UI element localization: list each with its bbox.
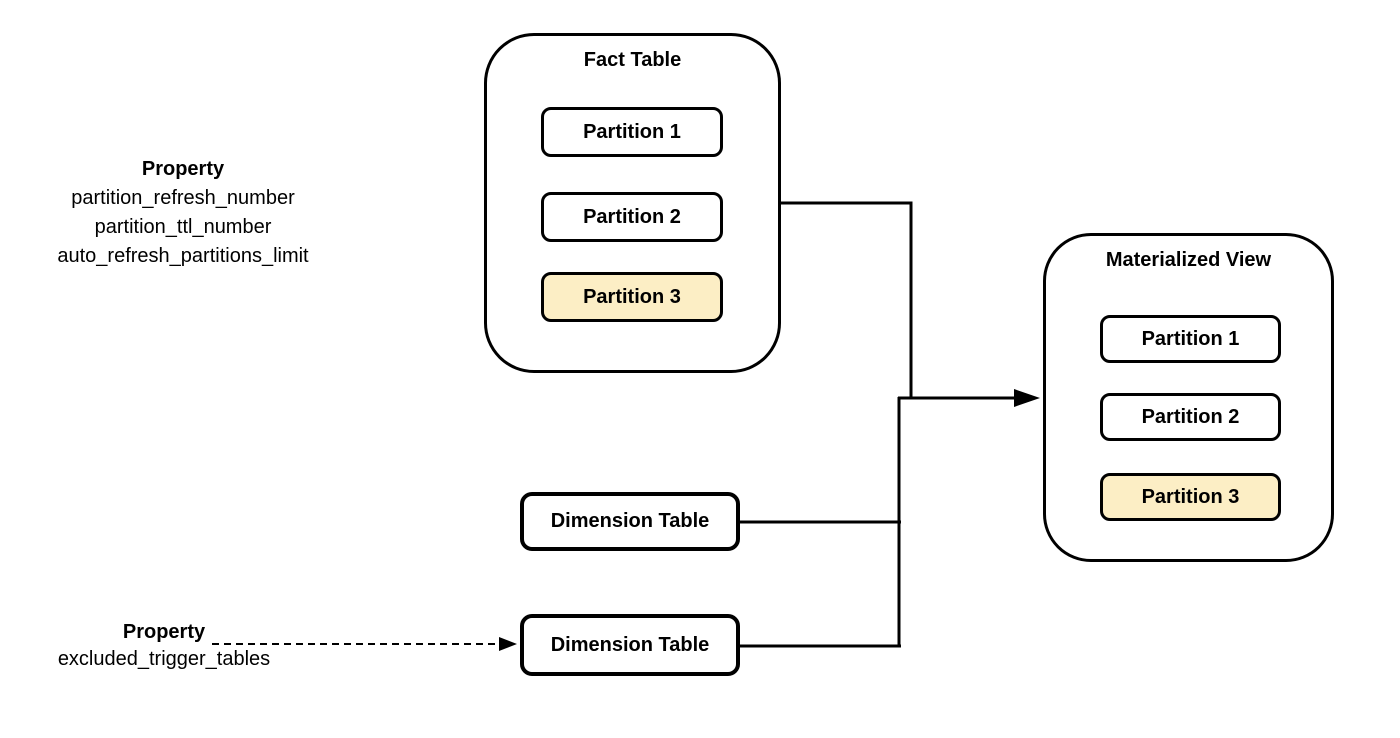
property-note-title: Property (122, 621, 206, 643)
dimension-table-label: Dimension Table (550, 510, 710, 532)
partition-label: Partition 1 (1141, 327, 1240, 350)
partition-label: Partition 2 (583, 205, 681, 228)
partition-label: Partition 3 (583, 285, 681, 308)
dimension-table-label: Dimension Table (550, 633, 710, 656)
fact-table-partition-2: Partition 2 (541, 192, 723, 242)
property-note-excluded-trigger: Property excluded_trigger_tables (14, 619, 314, 673)
partition-label: Partition 3 (1141, 485, 1240, 508)
property-note-line: auto_refresh_partitions_limit (57, 245, 309, 267)
property-note-line: partition_ttl_number (94, 216, 272, 238)
partition-label: Partition 1 (583, 120, 681, 143)
property-dashed-arrowhead-icon (499, 637, 517, 651)
partition-label: Partition 2 (1141, 405, 1240, 428)
fact-table-partition-3: Partition 3 (541, 272, 723, 322)
materialized-view-title: Materialized View (1105, 249, 1272, 271)
dimension-table-2: Dimension Table (520, 614, 740, 676)
materialized-view-partition-2: Partition 2 (1100, 393, 1281, 441)
fact-table-connector-line (781, 201, 913, 398)
property-note-line: excluded_trigger_tables (57, 648, 271, 670)
fact-table-container: Fact Table Partition 1 Partition 2 Parti… (484, 33, 781, 373)
fact-table-title: Fact Table (583, 49, 682, 71)
fact-table-partition-1: Partition 1 (541, 107, 723, 157)
materialized-view-partition-1: Partition 1 (1100, 315, 1281, 363)
property-note-partitions: Property partition_refresh_number partit… (33, 155, 333, 271)
dimension-table-1: Dimension Table (520, 492, 740, 551)
property-note-line: partition_refresh_number (71, 187, 295, 209)
materialized-view-partition-3: Partition 3 (1100, 473, 1281, 521)
property-note-title: Property (141, 158, 225, 180)
materialized-view-arrowhead-icon (1014, 389, 1040, 407)
materialized-view-container: Materialized View Partition 1 Partition … (1043, 233, 1334, 562)
